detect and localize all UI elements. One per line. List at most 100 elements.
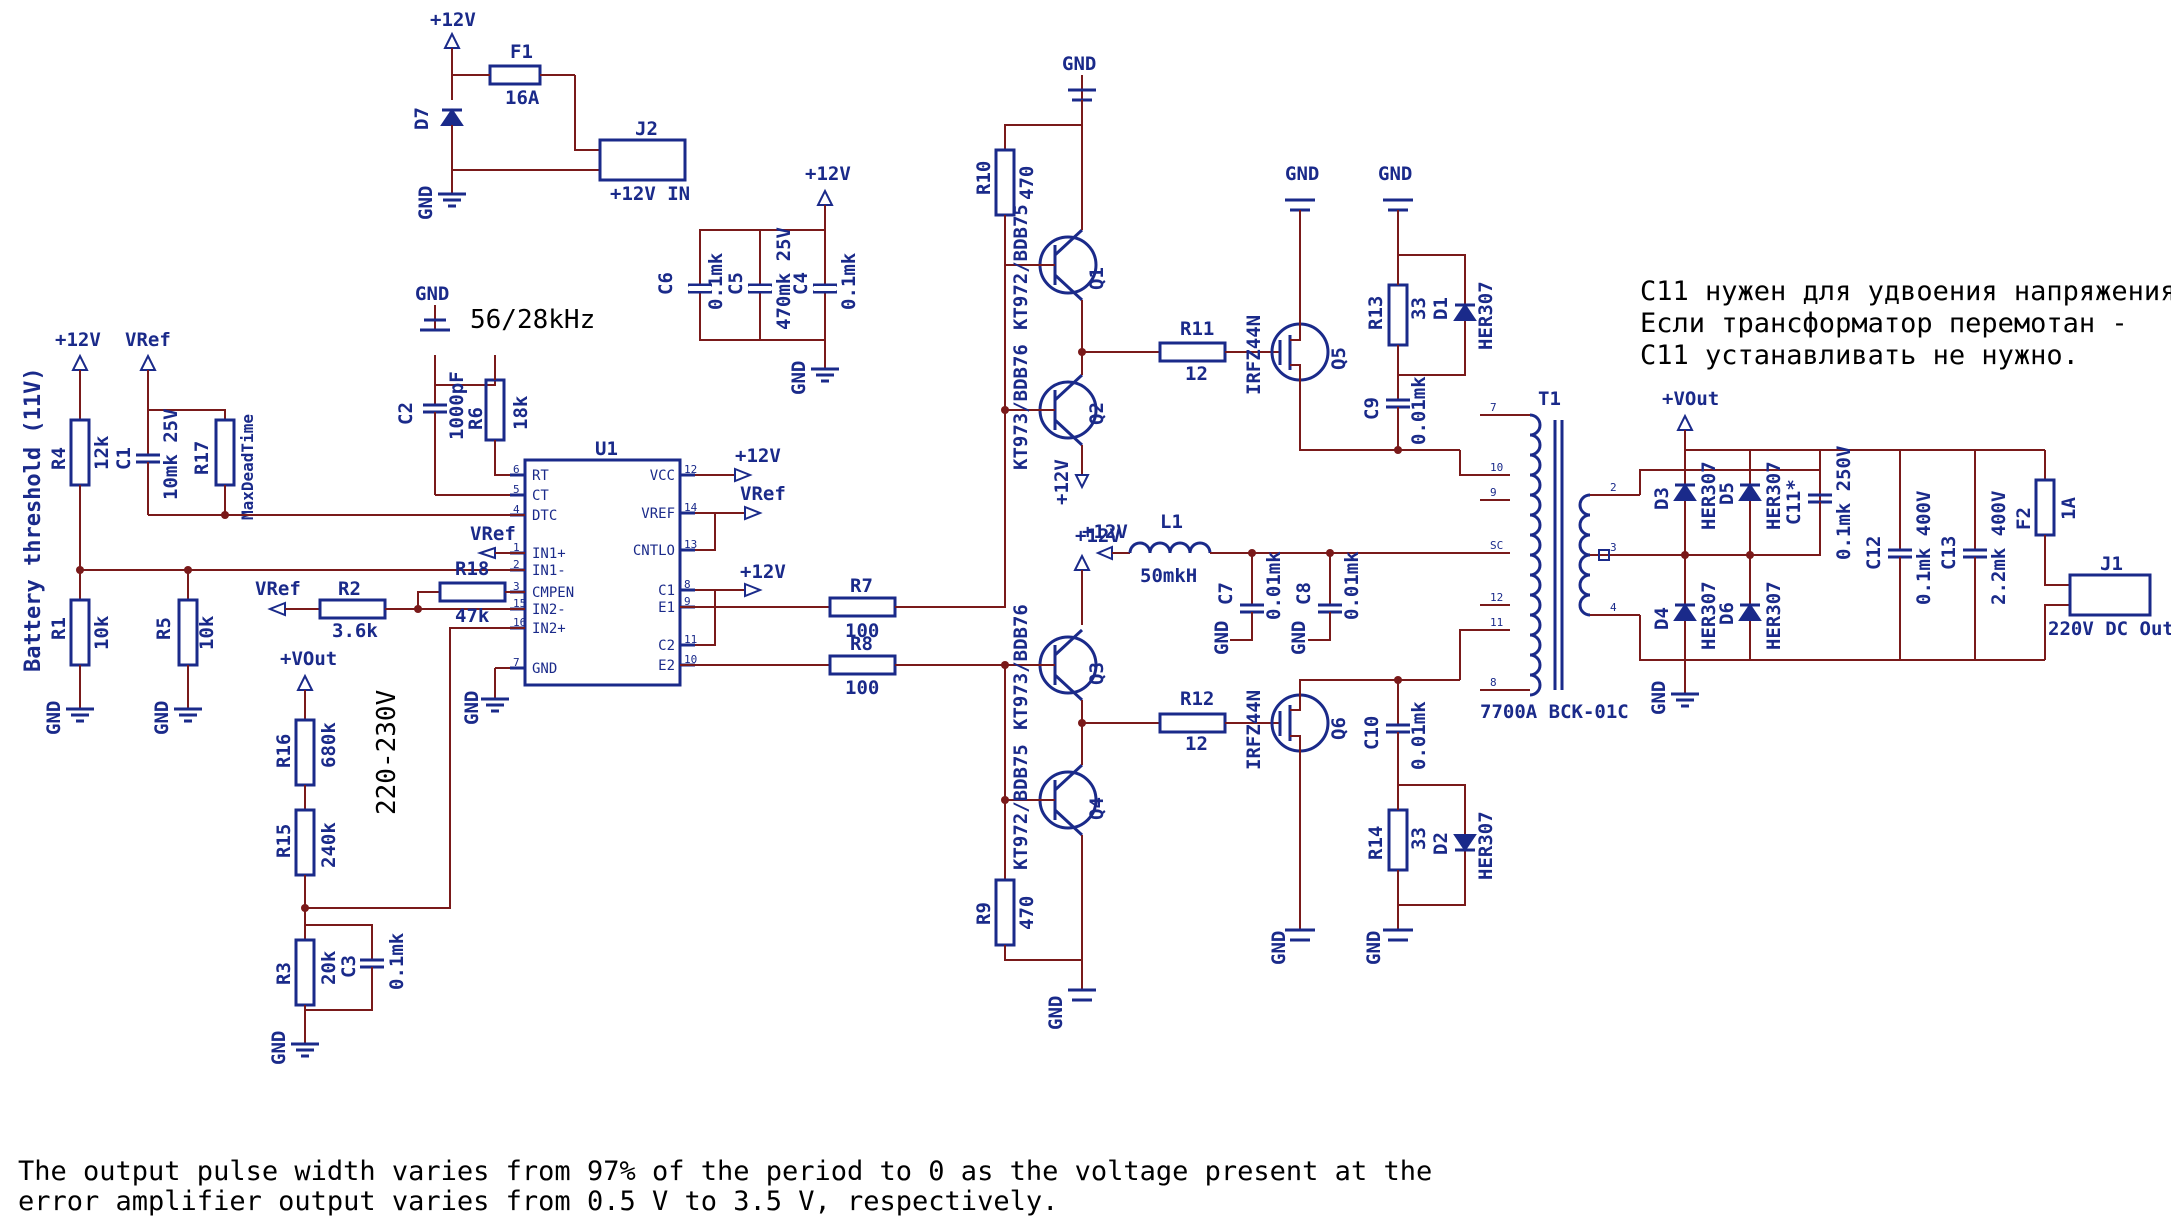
transistor-q4-type: KT972/BDB75 bbox=[1010, 744, 1032, 870]
resistor-r11-ref: R11 bbox=[1180, 318, 1214, 340]
fuse-f2-ref: F2 bbox=[2013, 507, 2035, 530]
feedback-section: Battery threshold (11V) +12V R4 12k R1 1… bbox=[21, 329, 525, 1065]
transistor-q2-ref: Q2 bbox=[1086, 402, 1108, 425]
cap-c10-value: 0.01mk bbox=[1408, 701, 1430, 770]
gnd-label-caps: GND bbox=[788, 361, 810, 395]
cap-c4-ref: C4 bbox=[790, 272, 812, 295]
t1-pin-9: 9 bbox=[1490, 486, 1497, 499]
u1-pin-name: RT bbox=[532, 468, 549, 484]
t1-pin-10: 10 bbox=[1490, 461, 1503, 474]
cap-c4-value: 0.1mk bbox=[838, 252, 860, 310]
resistor-r16 bbox=[294, 718, 316, 787]
u1-pin-number: 3 bbox=[513, 580, 520, 593]
choke-section: +12V L1 50mkH C7 0.01mk C8 0.01mk GND GN… bbox=[1082, 511, 1510, 655]
cap-c12-ref: C12 bbox=[1863, 536, 1885, 570]
gnd-label-q6: GND bbox=[1268, 931, 1290, 965]
u1-pin-name: GND bbox=[532, 661, 557, 677]
fuse-f2 bbox=[2034, 478, 2056, 537]
resistor-r3-ref: R3 bbox=[273, 962, 295, 985]
cap-c2-value: 1000pF bbox=[446, 371, 468, 440]
u1-pin-number: 6 bbox=[513, 463, 520, 476]
gnd-label-r1: GND bbox=[43, 701, 65, 735]
note-ru-line-2: Если трансформатор перемотан - bbox=[1640, 308, 2128, 339]
cap-c11-value: 0.1mk 250V bbox=[1833, 446, 1855, 560]
resistor-r8-ref: R8 bbox=[850, 633, 873, 655]
u1-pin-name: VREF bbox=[641, 506, 675, 522]
u1-pin-number: 12 bbox=[684, 463, 697, 476]
fuse-f2-value: 1A bbox=[2058, 497, 2080, 520]
transformer-part: 7700A BCK-01C bbox=[1480, 701, 1629, 723]
resistor-r14-ref: R14 bbox=[1365, 826, 1387, 860]
diode-d7 bbox=[440, 108, 464, 126]
u1-pin-number: 8 bbox=[684, 578, 691, 591]
gnd-label-c7: GND bbox=[1211, 621, 1233, 655]
transistor-q3-ref: Q3 bbox=[1086, 662, 1108, 685]
resistor-r7 bbox=[828, 596, 897, 618]
battery-threshold-label: Battery threshold (11V) bbox=[21, 367, 46, 672]
diode-d5-value: HER307 bbox=[1763, 461, 1785, 530]
u1-pin-name: IN1+ bbox=[532, 546, 566, 562]
gnd-label-u1: GND bbox=[461, 691, 483, 725]
fuse-f1 bbox=[488, 64, 542, 86]
resistor-r4 bbox=[69, 418, 91, 487]
resistor-r17-value: MaxDeadTime bbox=[238, 414, 257, 520]
resistor-r12 bbox=[1158, 712, 1227, 734]
diode-d2-value: HER307 bbox=[1475, 811, 1497, 880]
t1-pin-8: 8 bbox=[1490, 676, 1497, 689]
gnd-label-c8: GND bbox=[1288, 621, 1310, 655]
transistor-q1-ref: Q1 bbox=[1086, 267, 1108, 290]
gnd-label-r14: GND bbox=[1363, 931, 1385, 965]
resistor-r10-ref: R10 bbox=[973, 161, 995, 195]
diode-d5-ref: D5 bbox=[1716, 482, 1738, 505]
resistor-r5-value: 10k bbox=[196, 615, 218, 650]
diode-d7-ref: D7 bbox=[411, 107, 433, 130]
u1-pin-name: CT bbox=[532, 488, 549, 504]
resistor-r18 bbox=[438, 581, 507, 603]
u1-pin-name: C1 bbox=[658, 583, 675, 599]
vcc-decoupling: +12V C6 0.1mk C5 470mk 25V C4 0.1mk GND bbox=[655, 163, 860, 395]
u1-pin-number: 10 bbox=[684, 653, 697, 666]
gnd-label-r13: GND bbox=[1378, 163, 1412, 185]
resistor-r1-ref: R1 bbox=[48, 617, 70, 640]
cap-c6-ref: C6 bbox=[655, 272, 677, 295]
cap-c3-value: 0.1mk bbox=[386, 932, 408, 990]
resistor-r6-value: 18k bbox=[510, 395, 532, 430]
resistor-r9-ref: R9 bbox=[973, 902, 995, 925]
resistor-r3 bbox=[294, 938, 316, 1007]
mosfet-q5-ref: Q5 bbox=[1328, 347, 1350, 370]
resistor-r3-value: 20k bbox=[318, 950, 340, 985]
diode-d6 bbox=[1738, 603, 1762, 621]
diode-d1 bbox=[1453, 303, 1477, 321]
gnd-label-out: GND bbox=[1648, 681, 1670, 715]
resistor-r2-value: 3.6k bbox=[332, 620, 378, 642]
resistor-r16-ref: R16 bbox=[273, 734, 295, 768]
vout-label-right: +VOut bbox=[1662, 388, 1719, 410]
cap-c9-value: 0.01mk bbox=[1408, 376, 1430, 445]
u1-pin-name: E1 bbox=[658, 600, 675, 616]
diode-d6-ref: D6 bbox=[1716, 602, 1738, 625]
vref-in1: VRef bbox=[470, 523, 516, 545]
t1-pin-sc: SC bbox=[1490, 539, 1503, 552]
diode-d3-value: HER307 bbox=[1698, 461, 1720, 530]
u1-pin-name: C2 bbox=[658, 638, 675, 654]
u1-pin-number: 7 bbox=[513, 656, 520, 669]
inductor-l1 bbox=[1128, 541, 1212, 554]
resistor-r8 bbox=[828, 654, 897, 676]
u1-pin-number: 15 bbox=[513, 597, 526, 610]
q3-supply: +12V bbox=[1075, 525, 1121, 547]
mosfet-stage: GND IRFZ44N Q5 IRFZ44N Q6 GND bbox=[1243, 163, 1460, 965]
resistor-r1 bbox=[69, 598, 91, 667]
gnd-label-j2: GND bbox=[415, 186, 437, 220]
r2-vref: VRef bbox=[255, 578, 301, 600]
u1-pin-name: IN1- bbox=[532, 563, 566, 579]
resistor-r11-value: 12 bbox=[1185, 363, 1208, 385]
cap-c9-ref: C9 bbox=[1361, 397, 1383, 420]
resistor-r15-ref: R15 bbox=[273, 824, 295, 858]
resistor-r11 bbox=[1158, 341, 1227, 363]
u1-vcc-supply: +12V bbox=[735, 445, 781, 467]
cap-c3-ref: C3 bbox=[338, 955, 360, 978]
resistor-r15-value: 240k bbox=[318, 822, 340, 868]
l1-supply: +12V bbox=[1082, 521, 1128, 543]
mosfet-q5-type: IRFZ44N bbox=[1243, 315, 1265, 395]
